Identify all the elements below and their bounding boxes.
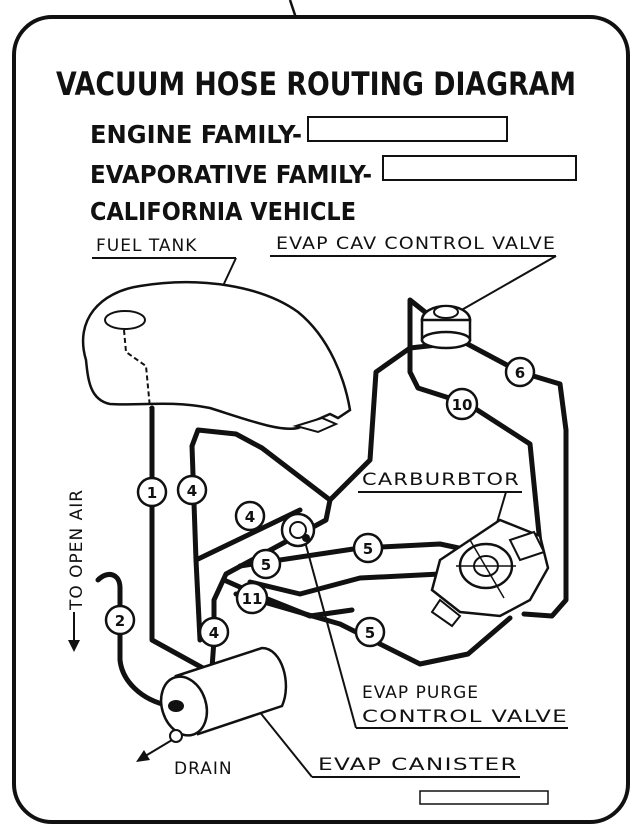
evap-purge-control-valve bbox=[280, 512, 316, 548]
svg-text:4: 4 bbox=[187, 482, 197, 500]
hose-number-11: 11 bbox=[235, 581, 269, 615]
svg-text:4: 4 bbox=[209, 624, 219, 642]
hose-4-left bbox=[189, 427, 333, 671]
part-number-box bbox=[419, 790, 549, 805]
engine-family-box[interactable] bbox=[307, 116, 508, 142]
hose-number-4c: 4 bbox=[198, 616, 230, 648]
evap-canister bbox=[159, 646, 288, 743]
hose-number-6: 6 bbox=[504, 356, 536, 388]
carburetor bbox=[430, 518, 550, 628]
evap-cav-label: EVAP CAV CONTROL VALVE bbox=[276, 234, 556, 254]
hose-number-2: 2 bbox=[104, 604, 136, 636]
hose-4-loop bbox=[193, 507, 303, 563]
svg-text:1: 1 bbox=[147, 484, 157, 502]
hose-number-4b: 4 bbox=[234, 500, 266, 532]
evap-canister-label: EVAP CANISTER bbox=[318, 755, 518, 775]
evap-purge-label-2: CONTROL VALVE bbox=[362, 707, 568, 727]
hose-number-5c: 5 bbox=[354, 616, 386, 648]
diagram-title: VACUUM HOSE ROUTING DIAGRAM bbox=[56, 65, 576, 103]
fuel-tank-label: FUEL TANK bbox=[96, 236, 197, 256]
hose-number-5b: 5 bbox=[352, 532, 384, 564]
evap-cav-leader bbox=[457, 255, 557, 313]
evap-cav-control-valve bbox=[420, 304, 472, 350]
open-air-arrowhead bbox=[68, 640, 80, 652]
svg-text:5: 5 bbox=[261, 556, 271, 574]
drain-arrowhead bbox=[136, 750, 150, 762]
fuel-tank-mount-tab bbox=[292, 416, 339, 434]
hose-purge-up bbox=[327, 341, 449, 503]
svg-text:2: 2 bbox=[115, 612, 125, 630]
evap-purge-label-1: EVAP PURGE bbox=[362, 683, 479, 703]
to-open-air-label: TO OPEN AIR bbox=[67, 489, 87, 611]
hose-number-5a: 5 bbox=[250, 548, 282, 580]
fuel-tank-vent-pipe bbox=[123, 329, 151, 409]
svg-text:10: 10 bbox=[452, 396, 473, 414]
svg-text:4: 4 bbox=[245, 508, 255, 526]
hose-number-10: 10 bbox=[445, 387, 479, 421]
fuel-tank bbox=[81, 280, 352, 430]
carburetor-label: CARBURBTOR bbox=[362, 470, 520, 490]
evap-purge-leader bbox=[303, 537, 357, 729]
evaporative-family-box[interactable] bbox=[382, 155, 577, 181]
svg-text:11: 11 bbox=[242, 590, 263, 608]
hose-cav-left bbox=[407, 297, 543, 563]
drain-label: DRAIN bbox=[174, 759, 233, 779]
hose-2 bbox=[95, 571, 173, 709]
svg-text:5: 5 bbox=[363, 540, 373, 558]
hose-number-1: 1 bbox=[136, 476, 168, 508]
hose-5-upper bbox=[237, 541, 471, 569]
california-vehicle-label: CALIFORNIA VEHICLE bbox=[90, 197, 356, 226]
engine-family-label: ENGINE FAMILY- bbox=[90, 120, 302, 149]
fuel-tank-filler-cap bbox=[104, 310, 146, 330]
svg-text:5: 5 bbox=[365, 624, 375, 642]
svg-text:6: 6 bbox=[515, 364, 525, 382]
evaporative-family-label: EVAPORATIVE FAMILY- bbox=[90, 160, 372, 189]
hose-number-4a: 4 bbox=[176, 474, 208, 506]
